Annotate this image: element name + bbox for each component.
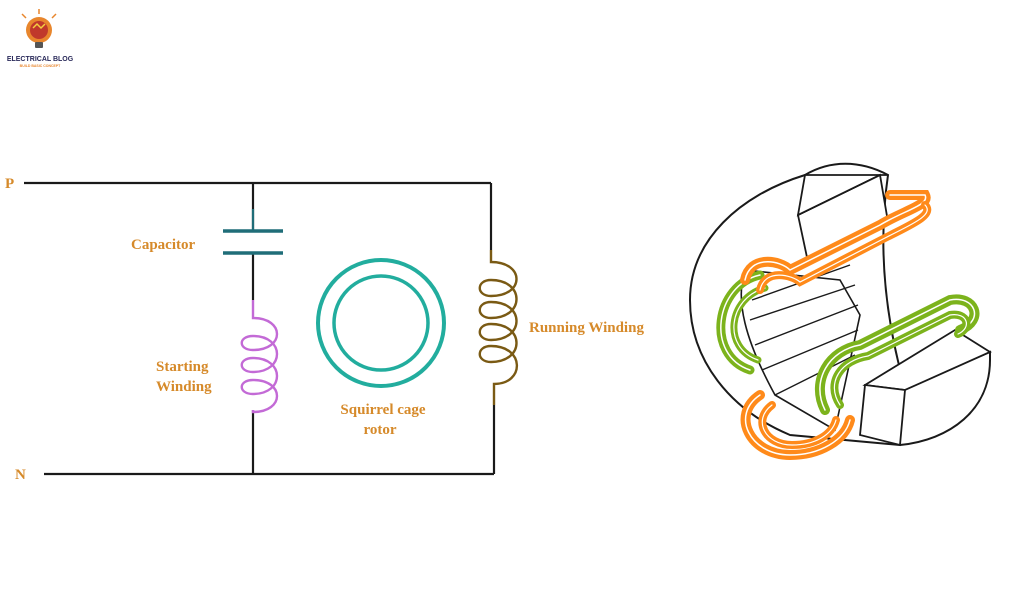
stator-slots bbox=[749, 264, 859, 396]
rotor-inner-ring bbox=[332, 274, 430, 372]
orange-winding-bottom bbox=[740, 390, 855, 461]
top-pole-edge bbox=[797, 174, 881, 216]
orange-winding-top bbox=[740, 190, 932, 294]
logo: ELECTRICAL BLOG BUILD BASIC CONCEPT bbox=[7, 9, 74, 68]
terminal-n-label: N bbox=[15, 467, 26, 483]
terminal-p-label: P bbox=[5, 176, 14, 192]
logo-tagline: BUILD BASIC CONCEPT bbox=[20, 64, 62, 68]
capacitor-label: Capacitor bbox=[131, 237, 195, 253]
running-winding-label: Running Winding bbox=[529, 320, 644, 336]
bottom-pole-side bbox=[859, 383, 906, 447]
starting-winding-coil bbox=[240, 300, 279, 414]
rotor-label-line2: rotor bbox=[363, 422, 396, 438]
running-winding-coil bbox=[478, 250, 518, 405]
squirrel-cage-rotor-symbol bbox=[316, 258, 446, 388]
lightbulb-icon bbox=[21, 9, 57, 48]
rotor-label-line1: Squirrel cage bbox=[340, 402, 425, 418]
motor-stator-illustration bbox=[688, 162, 992, 461]
capacitor-symbol bbox=[223, 209, 283, 255]
starting-winding-label-line1: Starting bbox=[156, 359, 209, 375]
circuit-wires bbox=[24, 181, 496, 476]
green-winding-right bbox=[815, 294, 980, 415]
rotor-outer-ring bbox=[316, 258, 446, 388]
starting-winding-label-line2: Winding bbox=[156, 379, 212, 395]
logo-title: ELECTRICAL BLOG bbox=[7, 56, 74, 63]
